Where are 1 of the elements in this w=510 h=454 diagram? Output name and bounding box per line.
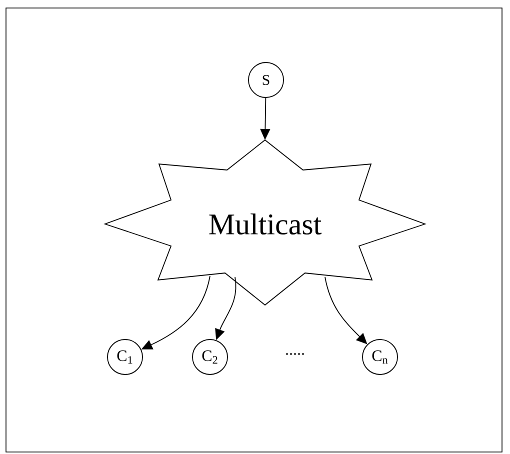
ellipsis-label: .....	[286, 353, 304, 355]
